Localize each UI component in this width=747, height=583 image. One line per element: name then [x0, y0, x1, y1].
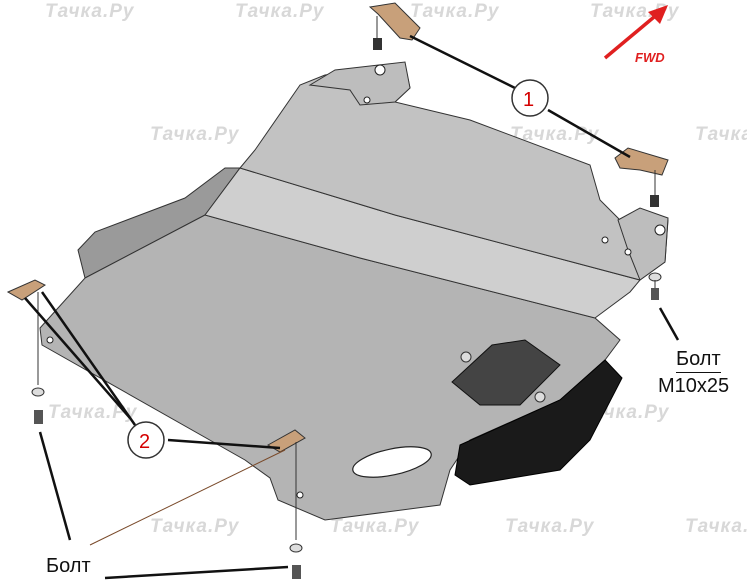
- watermark: Тачка.Ру: [695, 124, 747, 145]
- watermark: Тачка.Ру: [510, 124, 600, 145]
- watermark: Тачка.Ру: [48, 402, 138, 423]
- watermark: Тачка.Ру: [45, 1, 135, 22]
- watermark: Тачка.Ру: [590, 1, 680, 22]
- callout-2: 2: [127, 421, 165, 459]
- bolt-right-line2: M10x25: [658, 375, 730, 397]
- skid-plate: [39, 61, 669, 521]
- bolt-right-label: Болт M10x25: [658, 346, 729, 399]
- callout-1-text: 1: [523, 89, 534, 111]
- callout-1: 1: [511, 79, 549, 117]
- fwd-label: FWD: [635, 50, 665, 65]
- watermark: Тачка.Ру: [235, 1, 325, 22]
- callout-2-text: 2: [139, 431, 150, 453]
- watermark: Тачка.Ру: [150, 516, 240, 537]
- hardware: [6, 2, 669, 579]
- watermark: Тачка.Ру: [410, 1, 500, 22]
- bolt-right-line1: Болт: [676, 346, 721, 373]
- watermark: Тачка.Ру: [505, 516, 595, 537]
- fwd-arrow: FWD: [603, 5, 668, 65]
- watermark: Тачка.Ру: [150, 124, 240, 145]
- leader-lines: [24, 34, 680, 580]
- bolt-bottom-label: Болт: [46, 555, 91, 577]
- watermark: Тачка.Ру: [685, 516, 747, 537]
- watermark: Тачка.Ру: [330, 516, 420, 537]
